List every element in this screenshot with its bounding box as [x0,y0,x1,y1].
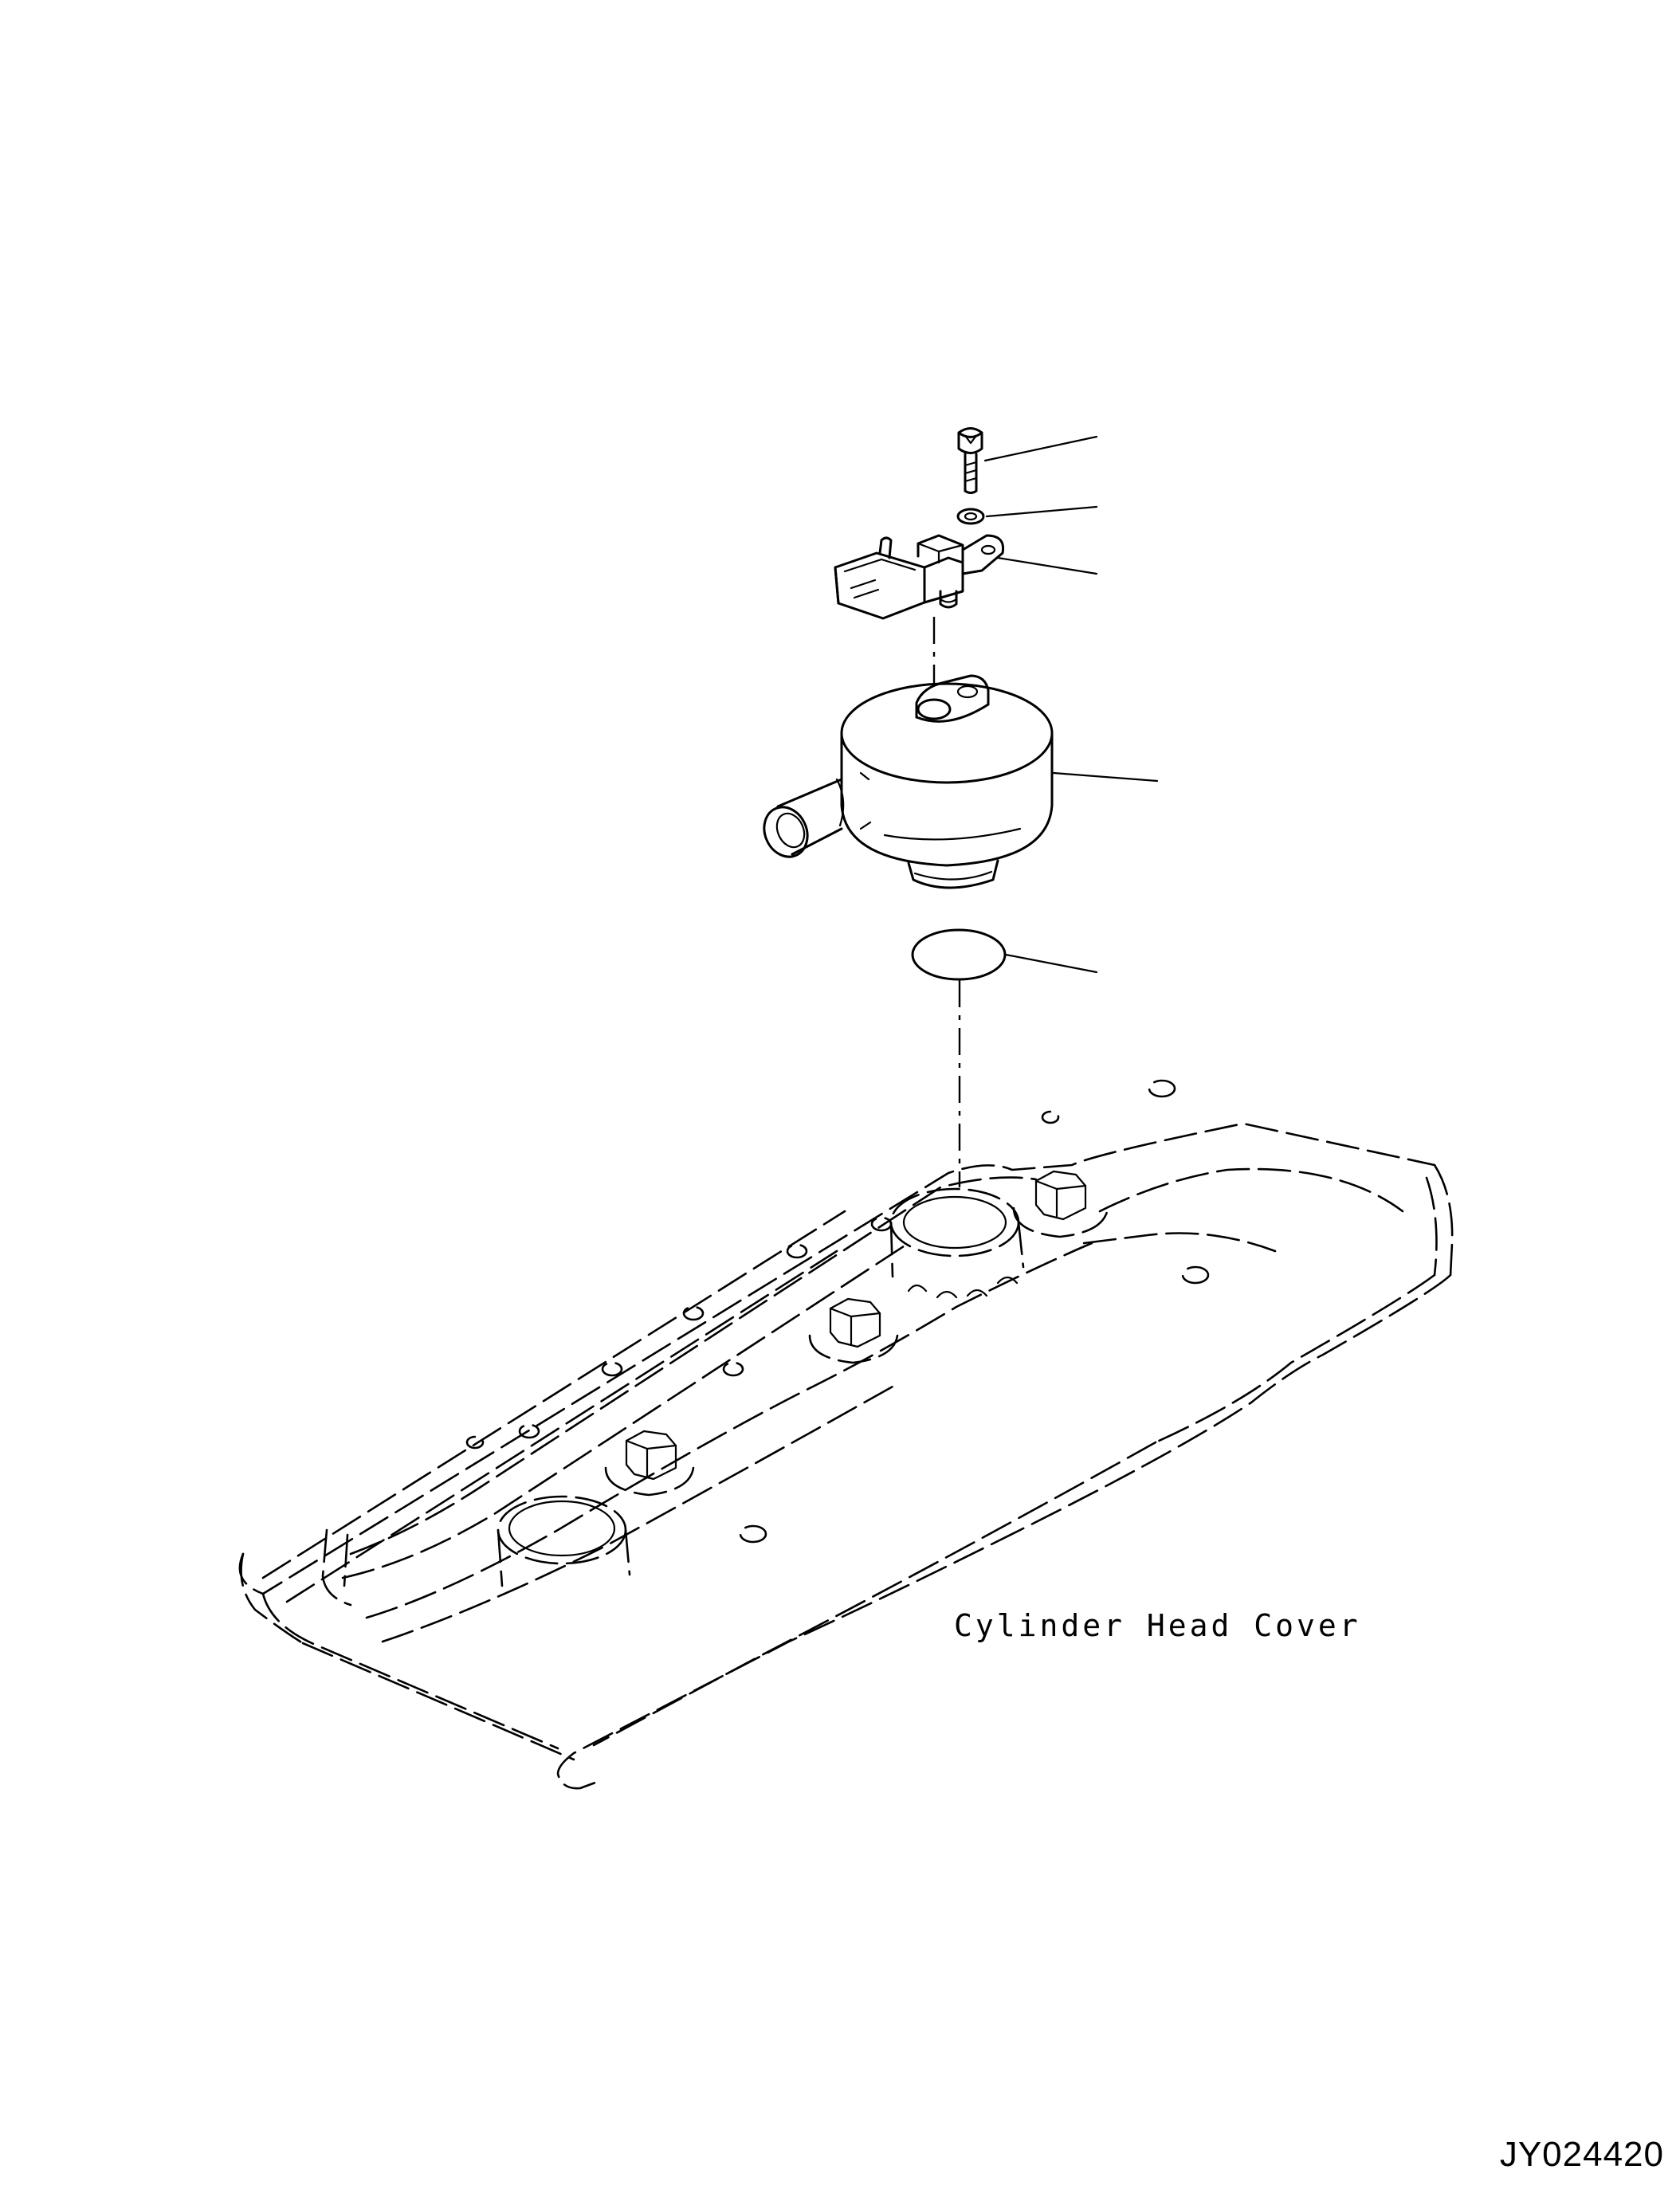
drawing-code: JY024420 [1499,2135,1664,2174]
breather-port [889,1187,1025,1299]
cover-mounting-holes [465,1079,1210,1544]
assembly-centerlines [932,617,961,1187]
cylinder-head-cover-label: Cylinder Head Cover [954,1608,1361,1643]
cover-bolt-1 [604,1430,695,1497]
cover-bolt-3 [1012,1170,1109,1238]
o-ring-part [911,928,1007,981]
washer-part [956,508,985,525]
callout-leader-lines [983,435,1159,974]
sensor-part [834,534,1005,620]
cylinder-head-cover-outline [238,1122,1454,1790]
cover-bolt-2 [808,1297,899,1364]
oil-filler-port [497,1495,631,1587]
bolt-part [957,427,983,494]
breather-body-part [763,674,1054,889]
